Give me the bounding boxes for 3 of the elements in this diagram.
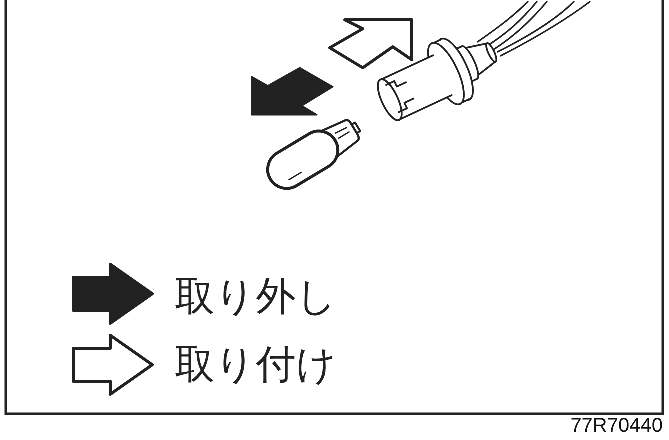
legend-text: 取り付け <box>175 345 337 385</box>
legend-text: 取り外し <box>175 277 337 317</box>
figure-code: 77R70440 <box>570 416 663 436</box>
